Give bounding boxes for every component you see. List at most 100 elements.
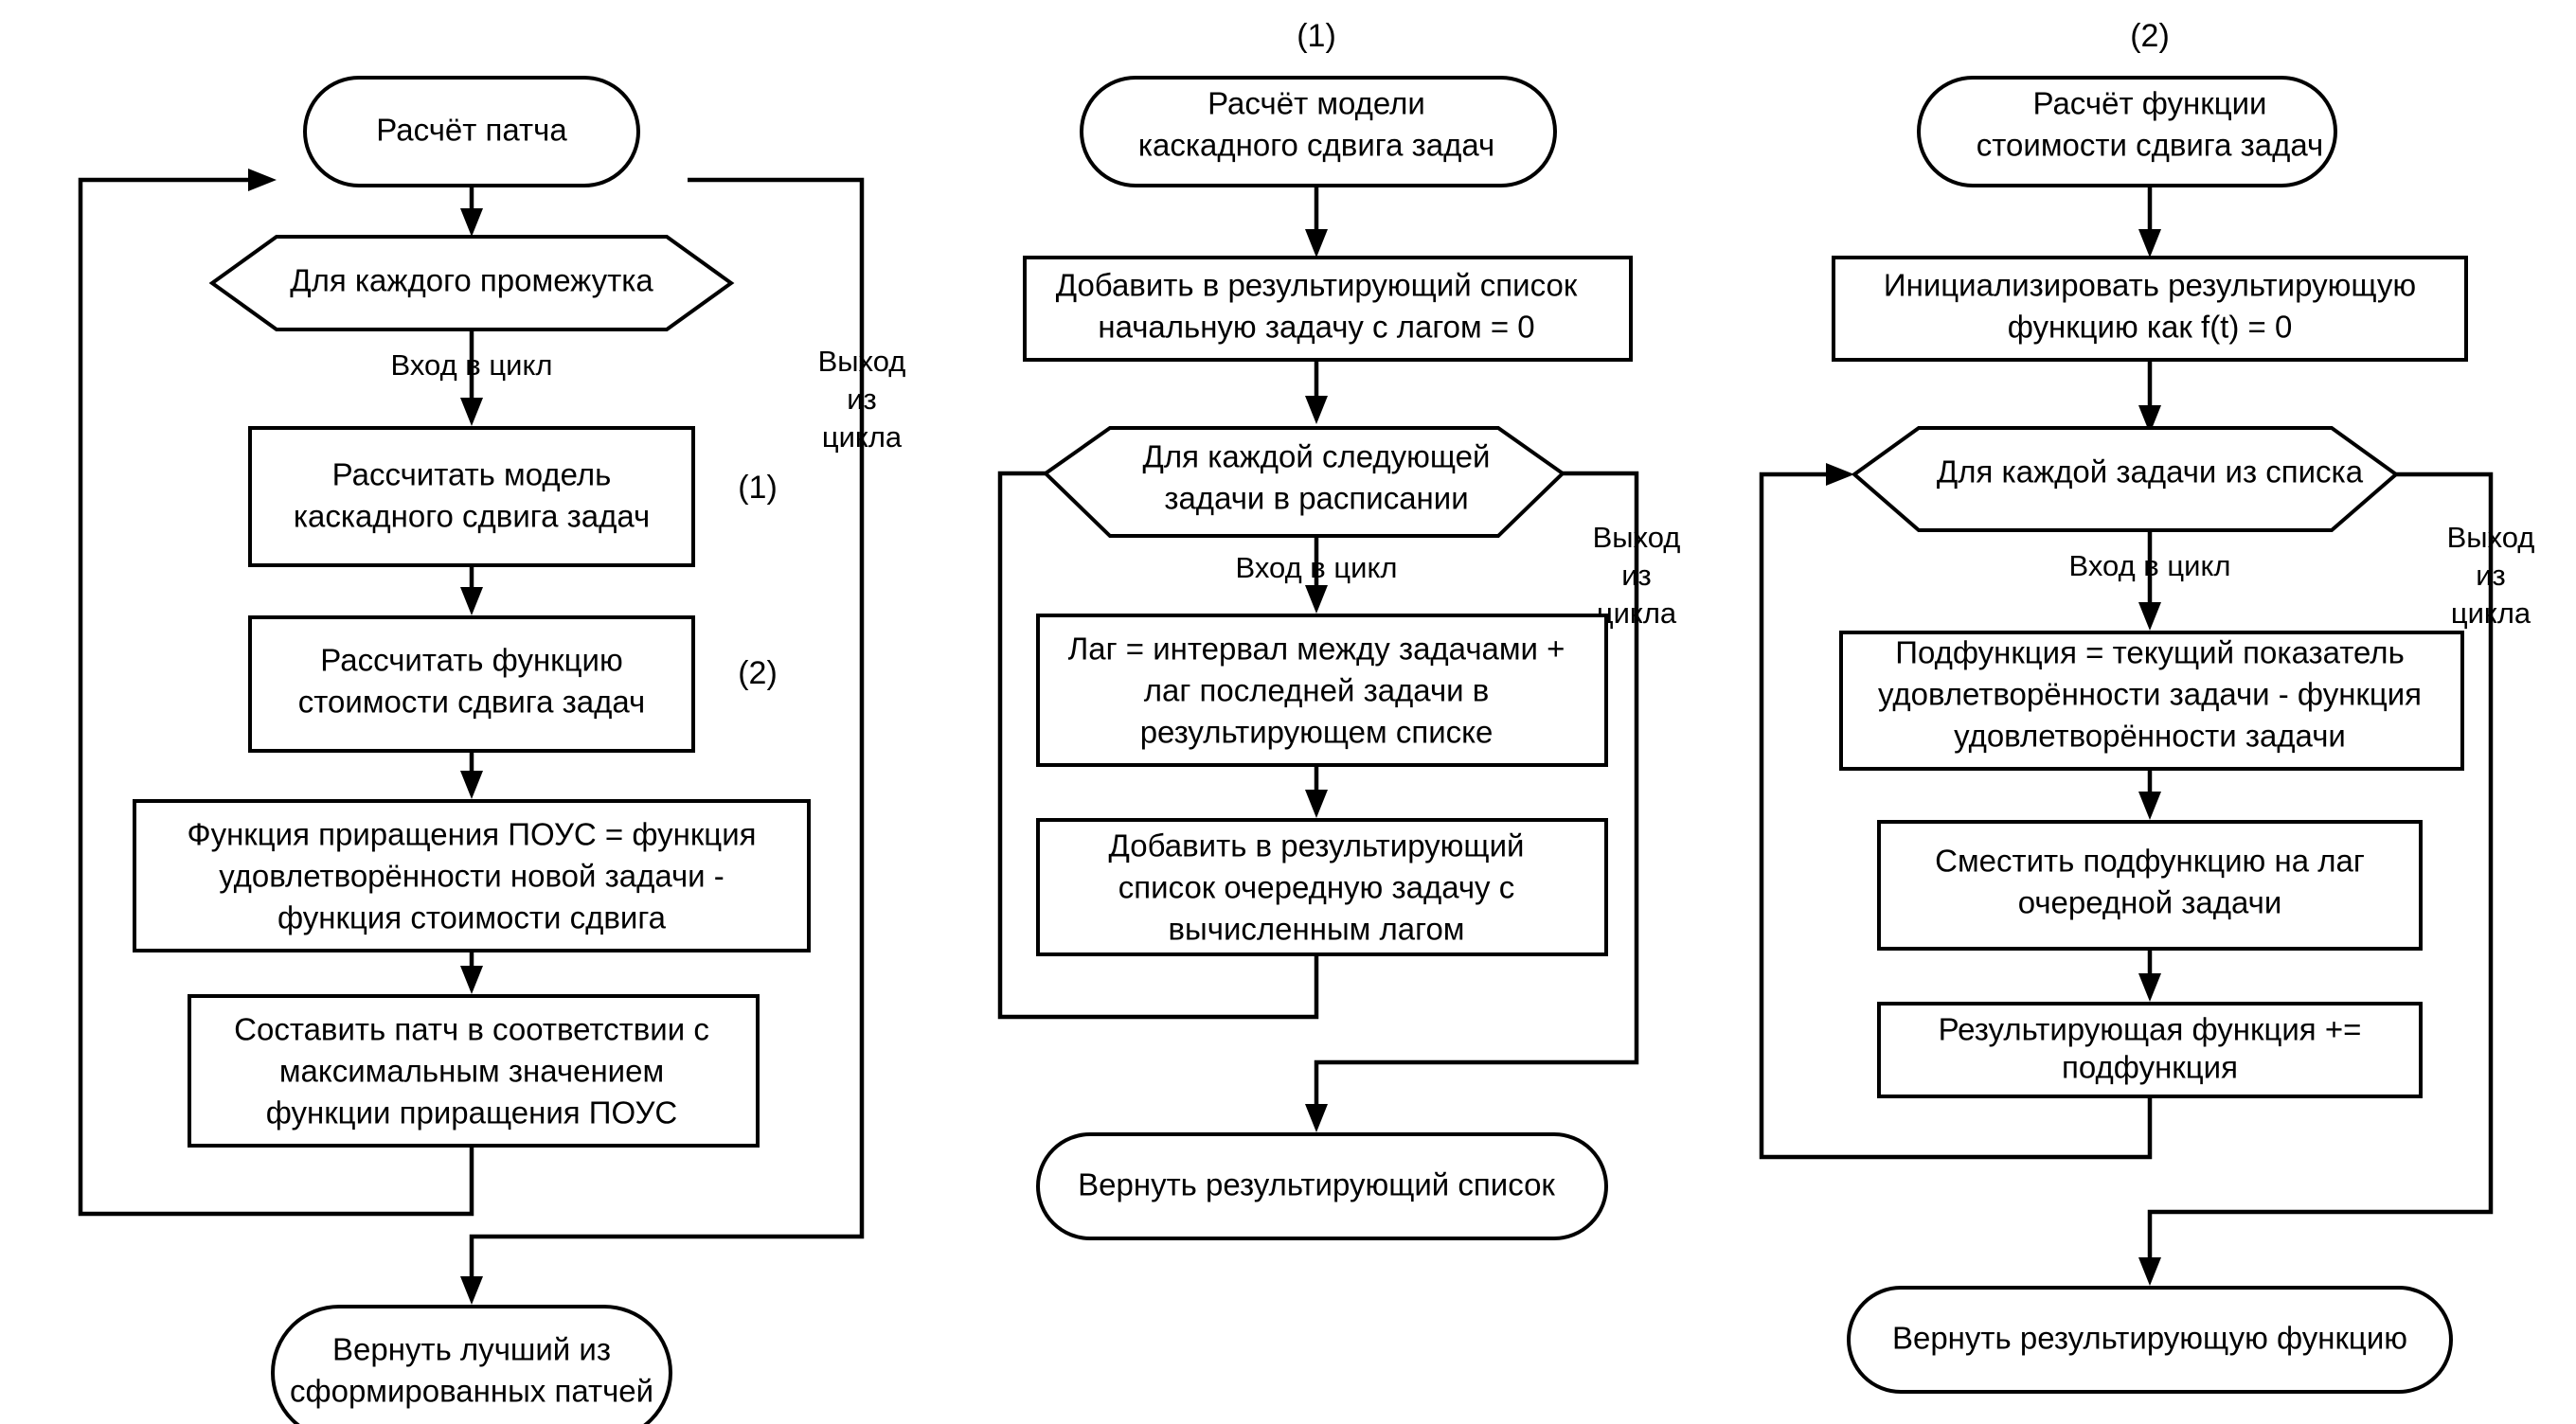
node-m1-start-cascade-model[interactable]: Расчёт модели каскадного сдвига задач: [1080, 76, 1557, 187]
r3-exit-loop-label-2: цикла: [2451, 596, 2531, 630]
connectors-column-patch: [78, 169, 865, 1305]
m2-label-0: Добавить в результирующий список: [1056, 268, 1578, 303]
connectors-column-cost-function: [1759, 186, 2494, 1286]
r1-shape: [1917, 76, 2337, 187]
r1-label-1: стоимости сдвига задач: [1977, 128, 2323, 163]
edge-loopback-r6-r3: [1759, 472, 2153, 1160]
m1-shape: [1080, 76, 1557, 187]
arrowhead-n5-n6: [460, 966, 483, 994]
column-header-2: (2): [2130, 18, 2170, 54]
n2-shape: [208, 235, 735, 331]
n6-label-1: максимальным значением: [279, 1054, 664, 1089]
m1-label-1: каскадного сдвига задач: [1138, 128, 1494, 163]
n4-ref-label: (2): [738, 655, 778, 691]
r3-enter-loop-label: Вход в цикл: [2069, 549, 2231, 582]
n6-label-0: Составить патч в соответствии с: [234, 1012, 709, 1047]
n3-shape: [248, 426, 695, 567]
arrowhead-r4-r5: [2138, 792, 2161, 820]
node-n7-return-best-patch[interactable]: Вернуть лучший из сформированных патчей: [271, 1305, 672, 1424]
n4-shape: [248, 615, 695, 753]
m6-shape: [1036, 1132, 1608, 1240]
arrowhead-m4-m5: [1305, 790, 1328, 818]
node-r4-subfunction-definition[interactable]: Подфункция = текущий показатель удовлетв…: [1839, 631, 2464, 771]
node-m3-loop-each-next-task[interactable]: Для каждой следующей задачи в расписании: [1042, 426, 1566, 538]
n1-shape: [303, 76, 640, 187]
n2-label-0: Для каждого промежутка: [290, 263, 653, 298]
arrowhead-r5-r6: [2138, 973, 2161, 1002]
arrowhead-m3-m4: [1305, 585, 1328, 614]
arrowhead-n2-n3: [460, 398, 483, 426]
edge-exit-m3-m6: [1314, 471, 1639, 1115]
arrowhead-r2-r3: [2138, 405, 2161, 434]
node-m5-add-next-task[interactable]: Добавить в результирующий список очередн…: [1036, 818, 1608, 956]
n2-enter-loop-label: Вход в цикл: [391, 348, 553, 382]
r3-shape: [1851, 426, 2400, 532]
r6-label-1: подфункция: [2062, 1050, 2238, 1085]
m2-shape: [1023, 256, 1633, 362]
node-m2-add-initial-task[interactable]: Добавить в результирующий список начальн…: [1023, 256, 1633, 362]
n7-label-0: Вернуть лучший из: [332, 1332, 611, 1367]
node-n5-pous-increment-function[interactable]: Функция приращения ПОУС = функция удовле…: [133, 799, 811, 952]
arrowhead-n3-n4: [460, 587, 483, 615]
edge-exit-r3-r7: [2147, 472, 2494, 1269]
m3-label-1: задачи в расписании: [1164, 481, 1468, 516]
node-m4-compute-lag[interactable]: Лаг = интервал между задачами + лаг посл…: [1036, 614, 1608, 767]
node-m6-return-result-list[interactable]: Вернуть результирующий список: [1036, 1132, 1608, 1240]
r2-label-0: Инициализировать результирующую: [1884, 268, 2416, 303]
node-r7-return-result-function[interactable]: Вернуть результирующую функцию: [1847, 1286, 2453, 1394]
m3-exit-loop-label-2: цикла: [1597, 596, 1677, 630]
arrowhead-r1-r2: [2138, 229, 2161, 258]
n6-shape: [188, 994, 760, 1148]
m3-exit-loop-label-0: Выход: [1593, 521, 1681, 554]
edge-loopback-n6-n2: [78, 177, 474, 1217]
m1-label-0: Расчёт модели: [1208, 86, 1425, 121]
arrowhead-loopback-r3: [1826, 463, 1854, 486]
node-n1-start-patch[interactable]: Расчёт патча: [303, 76, 640, 187]
m2-label-1: начальную задачу с лагом = 0: [1098, 310, 1534, 345]
r4-label-1: удовлетворённости задачи - функция: [1878, 677, 2422, 712]
arrowhead-exit-r7: [2138, 1257, 2161, 1286]
r5-label-0: Сместить подфункцию на лаг: [1935, 844, 2365, 879]
r2-label-1: функцию как f(t) = 0: [2008, 310, 2293, 345]
m5-label-0: Добавить в результирующий: [1109, 828, 1525, 863]
arrowhead-loopback-n2: [248, 169, 277, 191]
arrowhead-m2-m3: [1305, 396, 1328, 424]
r3-exit-loop-label-1: из: [2476, 559, 2506, 592]
node-n2-loop-each-interval[interactable]: Для каждого промежутка: [208, 235, 735, 331]
node-n3-compute-cascade-model[interactable]: Рассчитать модель каскадного сдвига зада…: [248, 426, 695, 567]
node-n4-compute-cost-function[interactable]: Рассчитать функцию стоимости сдвига зада…: [248, 615, 695, 753]
arrowhead-n4-n5: [460, 771, 483, 799]
n3-label-0: Рассчитать модель: [332, 457, 612, 492]
m4-shape: [1036, 614, 1608, 767]
n4-label-1: стоимости сдвига задач: [298, 685, 645, 720]
n6-label-2: функции приращения ПОУС: [266, 1095, 678, 1130]
m3-label-0: Для каждой следующей: [1143, 439, 1491, 474]
edge-exit-n2-n7: [469, 177, 865, 1288]
node-n6-build-patch[interactable]: Составить патч в соответствии с максимал…: [188, 994, 760, 1148]
n2-exit-loop-label-1: из: [847, 383, 877, 416]
m5-label-2: вычисленным лагом: [1169, 912, 1465, 947]
edge-loopback-m5-m3: [997, 471, 1319, 1020]
r7-shape: [1847, 1286, 2453, 1394]
node-r1-start-cost-function[interactable]: Расчёт функции стоимости сдвига задач: [1917, 76, 2337, 187]
r1-label-0: Расчёт функции: [2033, 86, 2267, 121]
r6-shape: [1877, 1002, 2423, 1098]
arrowhead-n1-n2: [460, 208, 483, 237]
m5-shape: [1036, 818, 1608, 956]
arrowhead-exit-m6: [1305, 1104, 1328, 1132]
node-r5-shift-subfunction[interactable]: Сместить подфункцию на лаг очередной зад…: [1877, 820, 2423, 951]
n1-label-0: Расчёт патча: [376, 113, 567, 148]
n2-exit-loop-label-0: Выход: [818, 345, 906, 378]
r5-label-1: очередной задачи: [2018, 885, 2282, 920]
node-r2-init-result-function[interactable]: Инициализировать результирующую функцию …: [1832, 256, 2468, 362]
r6-label-0: Результирующая функция +=: [1939, 1012, 2362, 1047]
node-r3-loop-each-task-from-list[interactable]: Для каждой задачи из списка: [1851, 426, 2400, 532]
m4-label-2: результирующем списке: [1140, 715, 1494, 750]
r4-label-0: Подфункция = текущий показатель: [1895, 635, 2405, 670]
arrowhead-exit-n7: [460, 1276, 483, 1305]
node-r6-accumulate-result-function[interactable]: Результирующая функция += подфункция: [1877, 1002, 2423, 1098]
m3-enter-loop-label: Вход в цикл: [1236, 551, 1398, 584]
n3-label-1: каскадного сдвига задач: [294, 499, 650, 534]
